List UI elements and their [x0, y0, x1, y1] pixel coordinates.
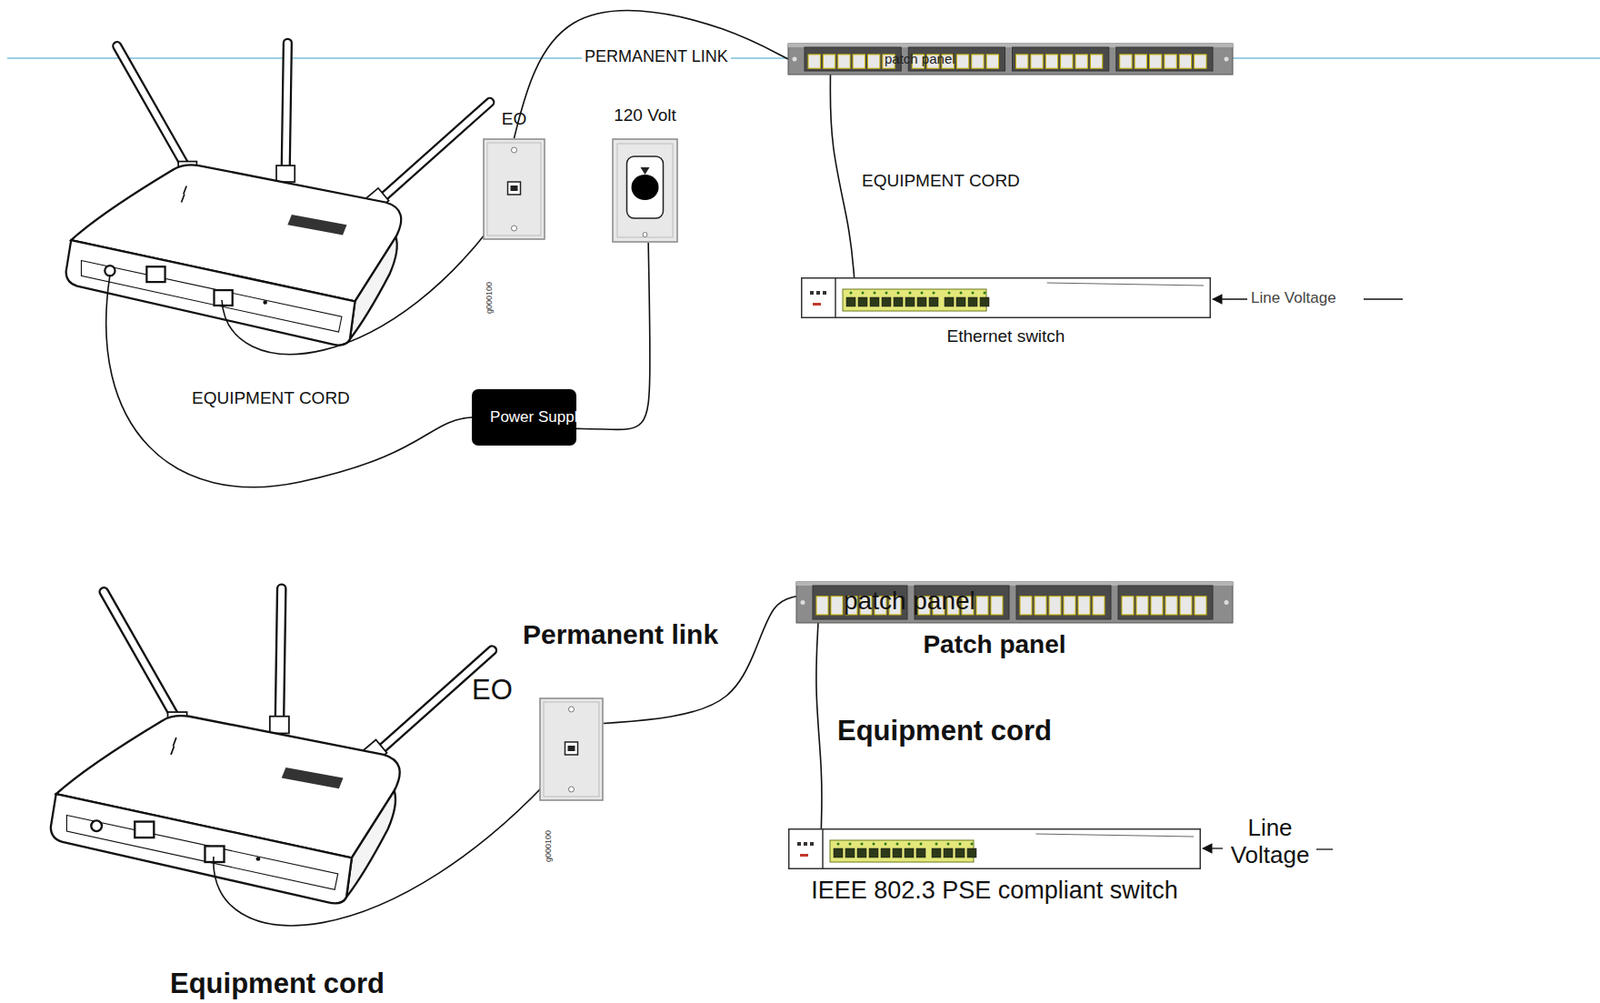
- power-outlet: 120 Volt: [611, 138, 679, 243]
- port-block: [1116, 47, 1213, 71]
- figure-id: g000100: [543, 830, 553, 862]
- patch-panel-outline: [788, 43, 1233, 75]
- cord-label: EQUIPMENT CORD: [191, 388, 350, 409]
- cable: [514, 10, 790, 139]
- cord-label: Equipment cord: [170, 967, 385, 1000]
- cable-label: PERMANENT LINK: [581, 47, 731, 67]
- node-text: patch panel: [843, 586, 976, 616]
- ethernet-switch-outline: [800, 277, 1211, 319]
- port-row: [830, 840, 974, 862]
- node-text: patch panel: [884, 50, 956, 67]
- outlet-plate: [612, 139, 678, 242]
- line-voltage-label: Line Voltage: [1250, 289, 1337, 308]
- figure-id: g000100: [484, 281, 494, 314]
- cable-label: EQUIPMENT CORD: [859, 170, 1023, 191]
- patch-panel: patch panel: [788, 43, 1233, 75]
- pse-switch: IEEE 802.3 PSE compliant switch: [788, 828, 1201, 870]
- node-text: Patch panel: [858, 630, 1131, 660]
- cable-label: Permanent link: [520, 619, 721, 651]
- node-text: EO: [455, 109, 573, 130]
- cable: [603, 596, 797, 724]
- pse-switch-outline: [788, 828, 1201, 870]
- switch-body: [789, 829, 1201, 870]
- cable-label: Equipment cord: [834, 714, 1055, 748]
- cable: [816, 622, 822, 829]
- cable: [830, 74, 854, 278]
- ethernet-switch: Ethernet switch: [800, 277, 1211, 319]
- cable: [576, 242, 650, 430]
- rj45-jack: [508, 181, 521, 195]
- node-text: EO: [471, 673, 513, 707]
- port-row: [842, 289, 987, 311]
- outlet-faceplate: EO: [539, 697, 604, 801]
- power-outlet-outline: [611, 138, 679, 243]
- panel-body: [796, 581, 1233, 623]
- port-block: [1016, 585, 1111, 620]
- outlet-faceplate-outline: [482, 138, 546, 240]
- faceplate: [483, 139, 545, 240]
- receptacle: [627, 156, 664, 219]
- node-text: Ethernet switch: [800, 326, 1211, 347]
- port-block: [1012, 47, 1110, 71]
- rj45-jack: [565, 741, 579, 755]
- switch-body: [801, 278, 1211, 319]
- wireless-router: [66, 42, 490, 345]
- line-voltage-label: Line Voltage: [1220, 814, 1320, 870]
- patch-panel: patch panelPatch panel: [796, 581, 1233, 623]
- node-text: IEEE 802.3 PSE compliant switch: [770, 876, 1220, 905]
- outlet-faceplate-outline: [539, 697, 604, 801]
- port-block: [1118, 585, 1213, 620]
- line-voltage-arrow: [1202, 299, 1403, 850]
- plug: [631, 174, 660, 200]
- panel-body: [788, 43, 1233, 75]
- outlet-faceplate: EO: [482, 138, 546, 240]
- equipment-cords: [106, 194, 572, 926]
- faceplate: [540, 698, 603, 800]
- node-text: Power Supply: [471, 389, 604, 446]
- wireless-router: [50, 588, 492, 903]
- power-supply: Power Supply: [471, 389, 577, 446]
- node-text: 120 Volt: [584, 105, 706, 126]
